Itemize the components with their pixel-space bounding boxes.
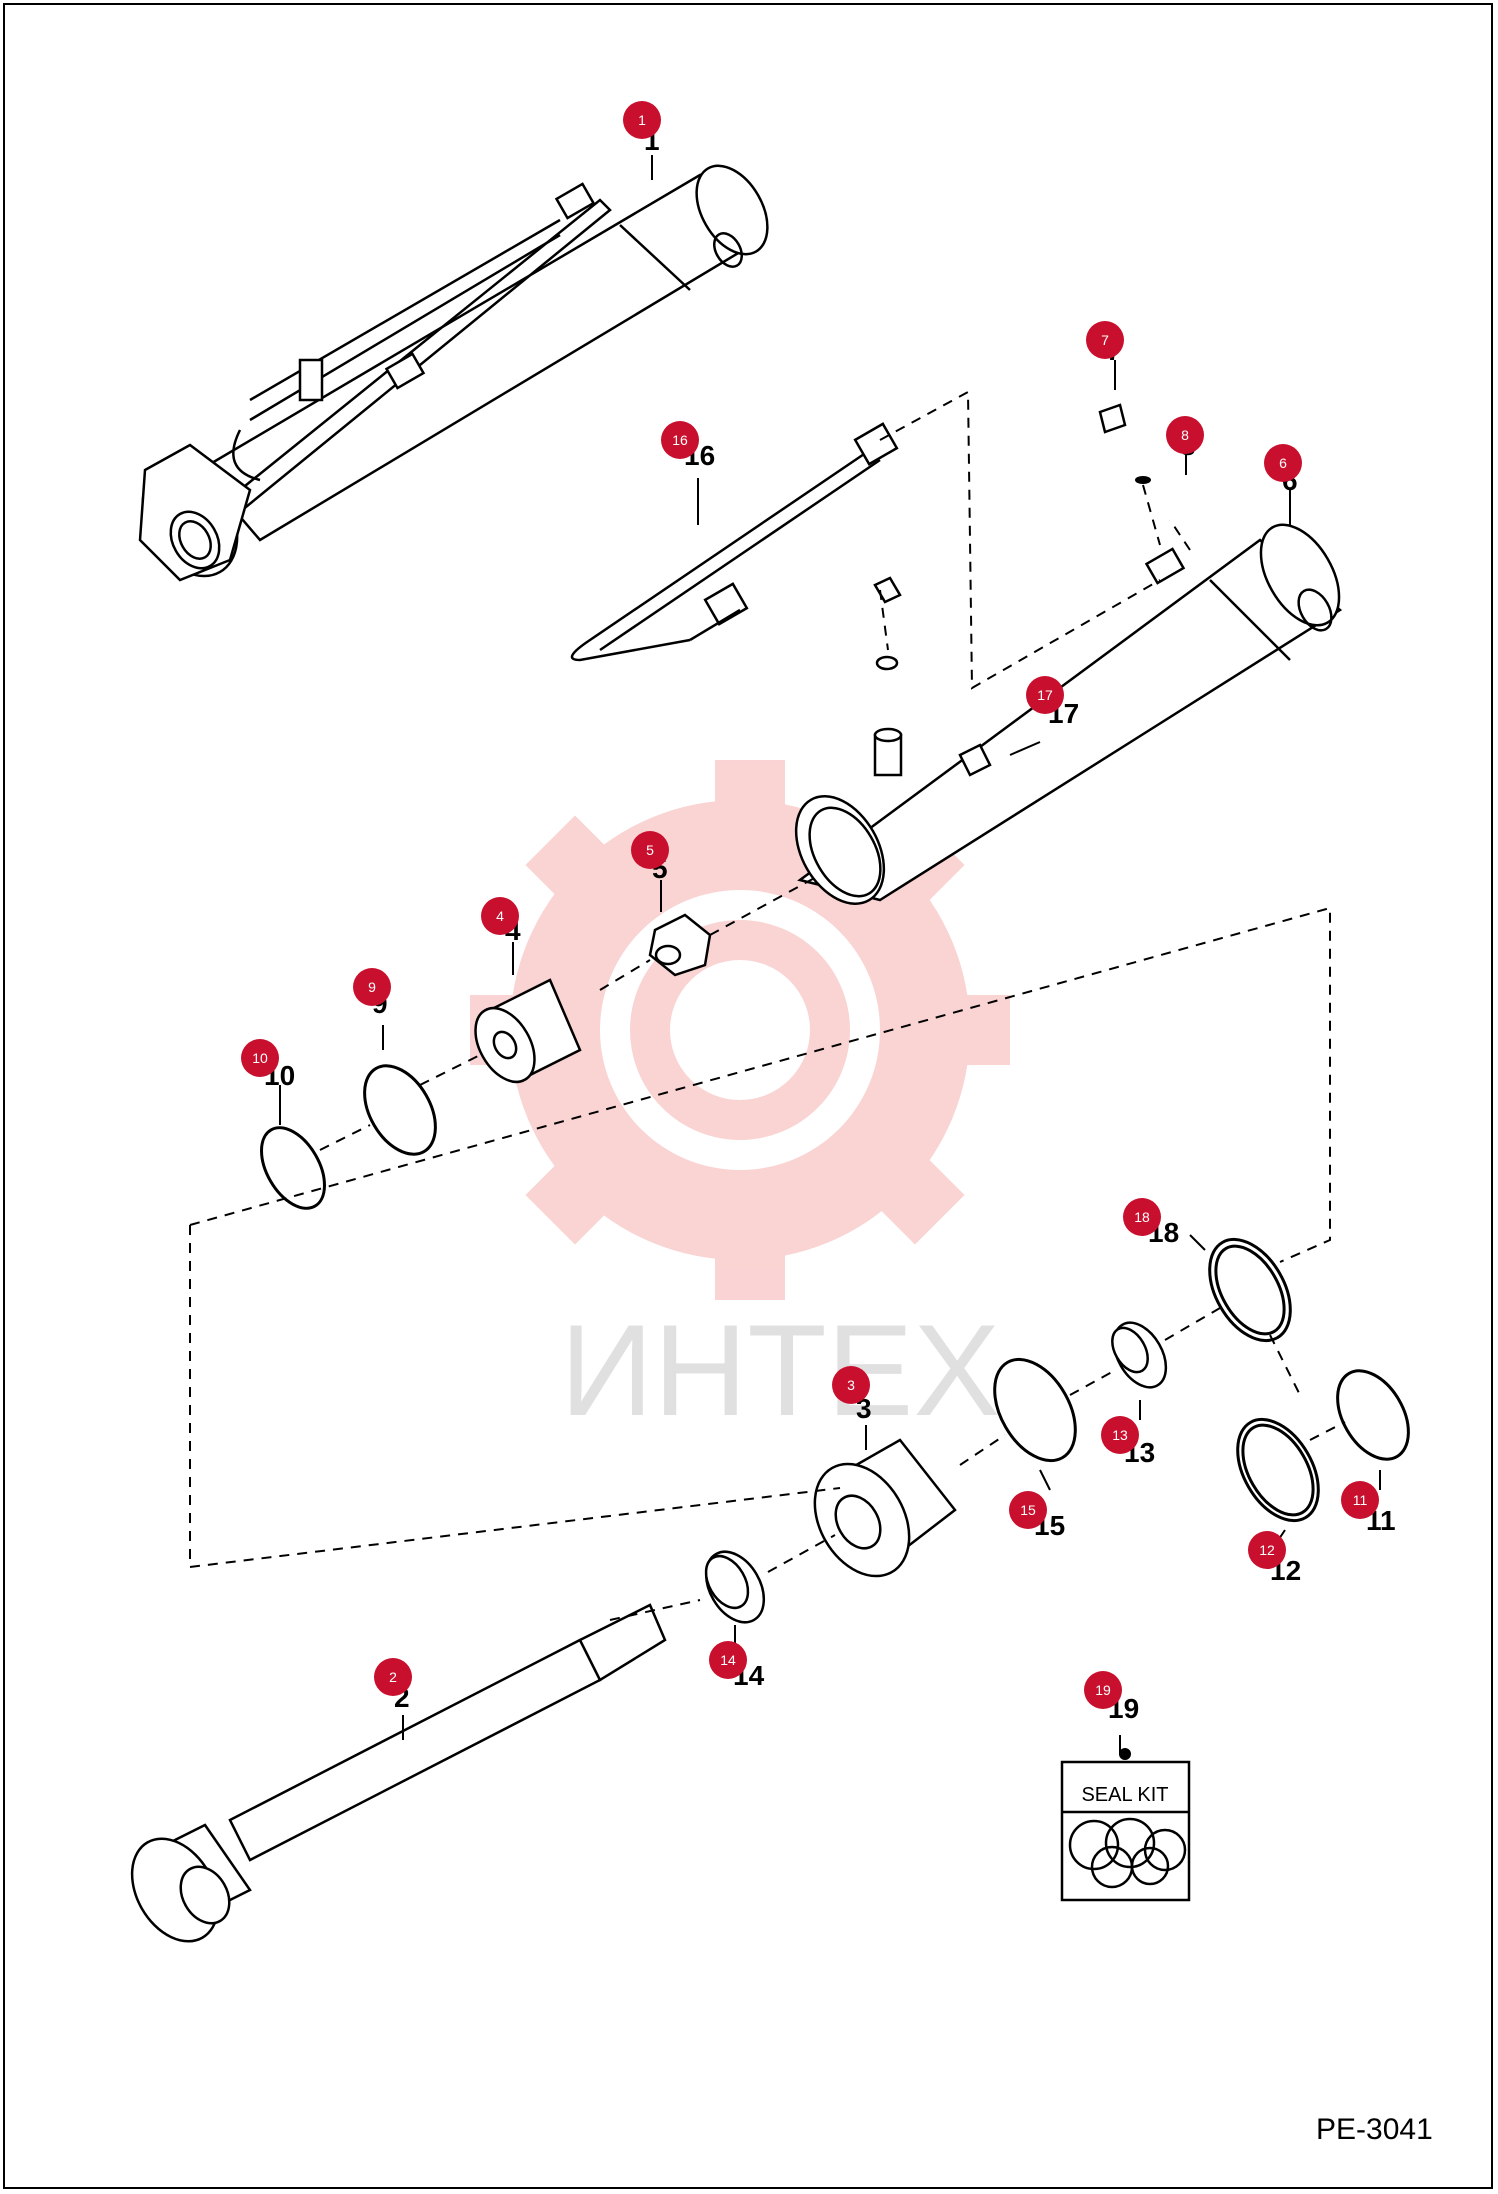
callout-badge-8: 8	[1166, 416, 1204, 454]
part-5-nut	[648, 913, 712, 977]
assembly-dashed-lines	[189, 390, 1346, 1621]
watermark-text: ИНТЕХ	[560, 1297, 1000, 1443]
svg-text:12: 12	[1259, 1542, 1275, 1558]
part-15-o-ring	[993, 1357, 1077, 1463]
callout-badge-5: 5	[631, 831, 669, 869]
svg-text:13: 13	[1112, 1427, 1128, 1443]
callout-badge-19: 19	[1084, 1671, 1122, 1709]
part-12-seal	[1236, 1417, 1320, 1523]
callout-badge-16: 16	[661, 421, 699, 459]
part-7-plug	[1098, 403, 1127, 434]
svg-text:15: 15	[1020, 1502, 1036, 1518]
part-13-wiper	[1111, 1321, 1168, 1389]
part-18-seal	[1208, 1237, 1292, 1343]
svg-text:5: 5	[646, 842, 654, 858]
upper-plug	[873, 576, 902, 671]
seal-kit-label: SEAL KIT	[1081, 1784, 1168, 1806]
svg-text:14: 14	[720, 1652, 736, 1668]
callout-badge-4: 4	[481, 897, 519, 935]
part-16-tube	[570, 422, 899, 662]
part-8-o-ring	[1135, 476, 1151, 484]
callout-badges: 1 2 3 4 5 6 7 8 9 10 11 12 13 14 15 16 1…	[241, 101, 1379, 1709]
part-19-seal-kit: SEAL KIT	[1060, 1748, 1191, 1902]
svg-text:8: 8	[1181, 427, 1189, 443]
callout-badge-10: 10	[241, 1039, 279, 1077]
callout-badge-14: 14	[709, 1641, 747, 1679]
callout-badge-15: 15	[1009, 1491, 1047, 1529]
part-4-piston	[474, 978, 582, 1084]
svg-text:10: 10	[252, 1050, 268, 1066]
part-11-ring	[1336, 1369, 1410, 1461]
svg-text:2: 2	[389, 1669, 397, 1685]
part-9-ring	[363, 1064, 437, 1156]
callout-badge-11: 11	[1341, 1481, 1379, 1519]
svg-text:19: 19	[1095, 1682, 1111, 1698]
svg-text:18: 18	[1134, 1209, 1150, 1225]
part-2-rod	[130, 1603, 667, 1943]
callout-badge-7: 7	[1086, 321, 1124, 359]
diagram-frame	[3, 3, 1493, 2189]
callout-badge-18: 18	[1123, 1198, 1161, 1236]
svg-text:17: 17	[1037, 687, 1053, 703]
svg-text:9: 9	[368, 979, 376, 995]
callout-badge-2: 2	[374, 1658, 412, 1696]
svg-text:11: 11	[1353, 1492, 1368, 1508]
svg-text:7: 7	[1101, 332, 1109, 348]
part-3-gland	[813, 1438, 957, 1578]
svg-text:4: 4	[496, 908, 504, 924]
callout-badge-12: 12	[1248, 1531, 1286, 1569]
callout-badge-17: 17	[1026, 676, 1064, 714]
callout-badge-1: 1	[623, 101, 661, 139]
part-1-cylinder-assembly	[138, 164, 769, 582]
svg-text:3: 3	[847, 1377, 855, 1393]
drawing-code: PE-3041	[1316, 2113, 1433, 2146]
callout-badge-9: 9	[353, 968, 391, 1006]
part-6-barrel	[794, 523, 1343, 905]
part-10-ring	[260, 1126, 326, 1210]
svg-text:6: 6	[1279, 455, 1287, 471]
svg-text:1: 1	[638, 112, 646, 128]
svg-text:16: 16	[672, 432, 688, 448]
callout-badge-13: 13	[1101, 1416, 1139, 1454]
callout-badge-6: 6	[1264, 444, 1302, 482]
part-14-ring	[704, 1550, 766, 1624]
callout-badge-3: 3	[832, 1366, 870, 1404]
